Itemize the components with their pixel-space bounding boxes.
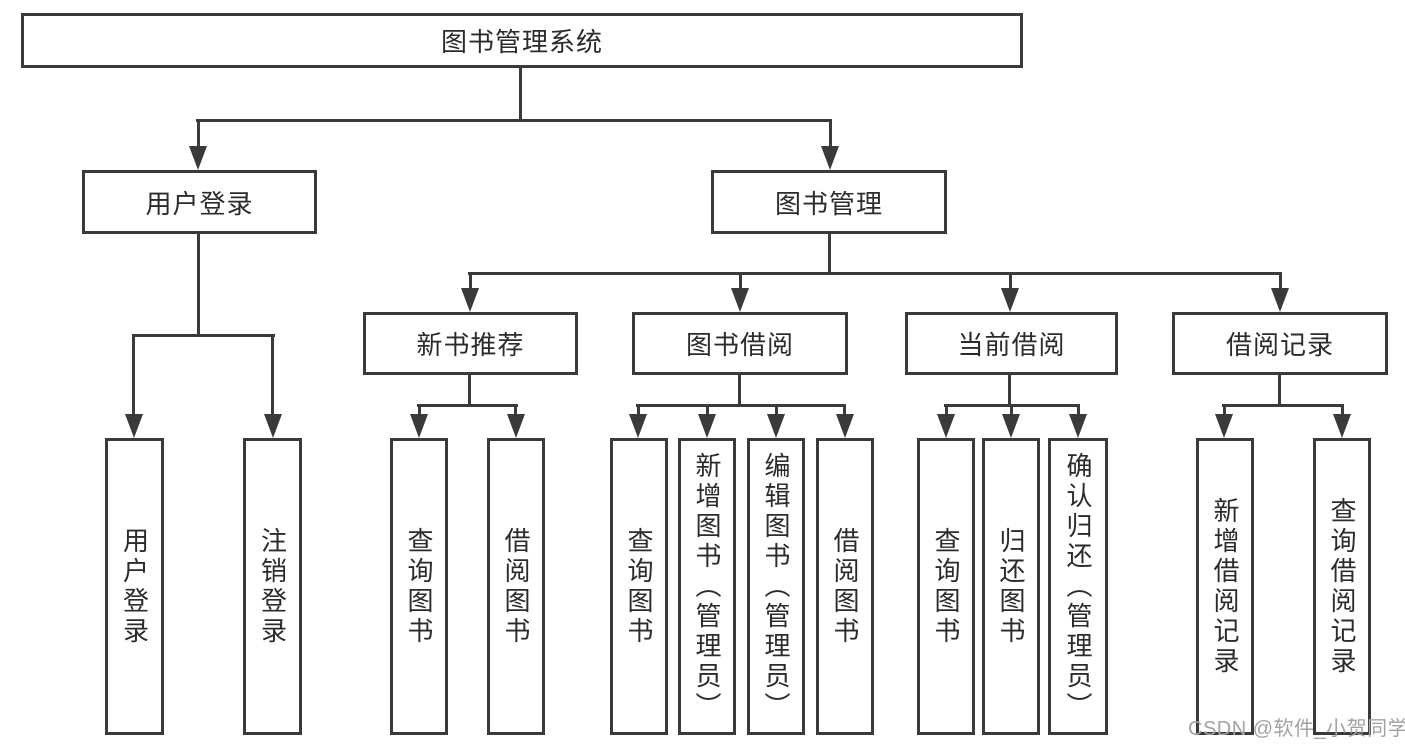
connector-root-hline: [196, 119, 832, 122]
connector-book-borrow-hline: [636, 404, 846, 407]
leaf-nb-query-books-label: 查询图书: [404, 526, 434, 647]
connector-book-borrow-arrow-stem: [739, 275, 742, 290]
connector-bb-leaf3-stem: [775, 407, 778, 416]
leaf-user-login: 用户登录: [105, 438, 164, 735]
node-book-borrowing: 图书借阅: [632, 312, 848, 375]
connector-level3-hline: [468, 272, 1282, 275]
leaf-cb-confirm-return-admin: 确认归还（管理员）: [1048, 438, 1108, 735]
csdn-watermark: CSDN @软件_小贺同学: [1188, 718, 1405, 740]
connector-nb-leaf2-stem: [514, 407, 517, 416]
connector-cb-leaf1-stem: [945, 407, 948, 416]
node-current-borrowing: 当前借阅: [905, 312, 1118, 375]
arrowhead-nb-leaf2: [507, 414, 525, 438]
connector-borrow-record-stem: [1278, 375, 1281, 407]
connector-user-login-arrow-stem: [197, 122, 200, 150]
arrowhead-leaf-logout: [264, 414, 282, 438]
arrowhead-br-leaf1: [1215, 414, 1233, 438]
node-book-management-label: 图书管理: [774, 188, 883, 219]
arrowhead-user-login: [189, 146, 207, 170]
arrowhead-borrow-record: [1271, 288, 1289, 312]
connector-cb-leaf2-stem: [1010, 407, 1013, 416]
connector-cb-leaf3-stem: [1077, 407, 1080, 416]
node-root-label: 图书管理系统: [440, 27, 603, 57]
leaf-nb-borrow-books-label: 借阅图书: [501, 526, 531, 647]
node-current-borrowing-label: 当前借阅: [957, 330, 1066, 360]
leaf-br-add-record: 新增借阅记录: [1196, 438, 1254, 735]
connector-borrow-record-arrow-stem: [1279, 275, 1282, 290]
leaf-cb-query-books: 查询图书: [917, 438, 975, 735]
leaf-cb-confirm-return-admin-label: 确认归还（管理员）: [1063, 451, 1093, 722]
arrowhead-bb-leaf4: [836, 414, 854, 438]
connector-borrow-record-hline: [1222, 404, 1344, 407]
arrowhead-nb-leaf1: [410, 414, 428, 438]
connector-leaf-logout-stem: [271, 337, 274, 416]
connector-root-stem: [519, 68, 522, 122]
node-borrowing-records-label: 借阅记录: [1225, 330, 1334, 360]
connector-bb-leaf4-stem: [843, 407, 846, 416]
connector-book-borrow-stem: [738, 375, 741, 407]
node-book-management: 图书管理: [711, 170, 947, 234]
connector-bb-leaf1-stem: [637, 407, 640, 416]
leaf-bb-add-books-admin: 新增图书（管理员）: [678, 438, 736, 735]
node-user-login: 用户登录: [82, 170, 317, 234]
arrowhead-leaf-login: [125, 414, 143, 438]
arrowhead-cb-leaf3: [1069, 414, 1087, 438]
leaf-bb-borrow-books: 借阅图书: [816, 438, 874, 735]
node-borrowing-records: 借阅记录: [1172, 312, 1388, 375]
leaf-nb-borrow-books: 借阅图书: [487, 438, 545, 735]
leaf-user-login-label: 用户登录: [119, 526, 150, 647]
leaf-bb-edit-books-admin: 编辑图书（管理员）: [747, 438, 805, 735]
leaf-cb-return-books-label: 归还图书: [996, 526, 1026, 647]
leaf-logout-label: 注销登录: [257, 526, 288, 647]
arrowhead-cb-leaf2: [1002, 414, 1020, 438]
connector-current-borrow-stem: [1008, 375, 1011, 407]
connector-bb-leaf2-stem: [706, 407, 709, 416]
leaf-logout: 注销登录: [243, 438, 302, 735]
leaf-br-query-record-label: 查询借阅记录: [1327, 496, 1357, 677]
arrowhead-book-borrow: [731, 288, 749, 312]
node-root: 图书管理系统: [21, 13, 1023, 68]
leaf-bb-query-books-label: 查询图书: [624, 526, 654, 647]
connector-user-login-hline: [132, 334, 275, 337]
leaf-bb-edit-books-admin-label: 编辑图书（管理员）: [761, 451, 791, 722]
arrowhead-cb-leaf1: [937, 414, 955, 438]
connector-br-leaf2-stem: [1341, 407, 1344, 416]
leaf-bb-borrow-books-label: 借阅图书: [830, 526, 860, 647]
connector-nb-leaf1-stem: [418, 407, 421, 416]
node-user-login-label: 用户登录: [145, 188, 254, 219]
connector-new-book-arrow-stem: [469, 275, 472, 290]
arrowhead-book-mgmt: [821, 146, 839, 170]
arrowhead-current-borrow: [1001, 288, 1019, 312]
connector-current-borrow-arrow-stem: [1009, 275, 1012, 290]
connector-user-login-stem: [197, 234, 200, 337]
connector-br-leaf1-stem: [1223, 407, 1226, 416]
leaf-bb-query-books: 查询图书: [610, 438, 668, 735]
node-new-book-recommend: 新书推荐: [363, 312, 578, 375]
arrowhead-bb-leaf3: [767, 414, 785, 438]
connector-leaf-login-stem: [132, 337, 135, 416]
arrowhead-br-leaf2: [1333, 414, 1351, 438]
arrowhead-new-book: [461, 288, 479, 312]
arrowhead-bb-leaf2: [698, 414, 716, 438]
connector-current-borrow-hline: [944, 404, 1080, 407]
leaf-cb-return-books: 归还图书: [982, 438, 1040, 735]
connector-book-mgmt-arrow-stem: [829, 122, 832, 150]
leaf-br-add-record-label: 新增借阅记录: [1210, 496, 1240, 677]
node-book-borrowing-label: 图书借阅: [685, 330, 794, 360]
node-new-book-recommend-label: 新书推荐: [416, 330, 525, 360]
connector-new-book-hline: [417, 404, 518, 407]
leaf-nb-query-books: 查询图书: [390, 438, 448, 735]
leaf-cb-query-books-label: 查询图书: [931, 526, 961, 647]
arrowhead-bb-leaf1: [629, 414, 647, 438]
leaf-br-query-record: 查询借阅记录: [1313, 438, 1371, 735]
leaf-bb-add-books-admin-label: 新增图书（管理员）: [692, 451, 722, 722]
connector-book-mgmt-stem: [828, 234, 831, 275]
connector-new-book-stem: [468, 375, 471, 407]
